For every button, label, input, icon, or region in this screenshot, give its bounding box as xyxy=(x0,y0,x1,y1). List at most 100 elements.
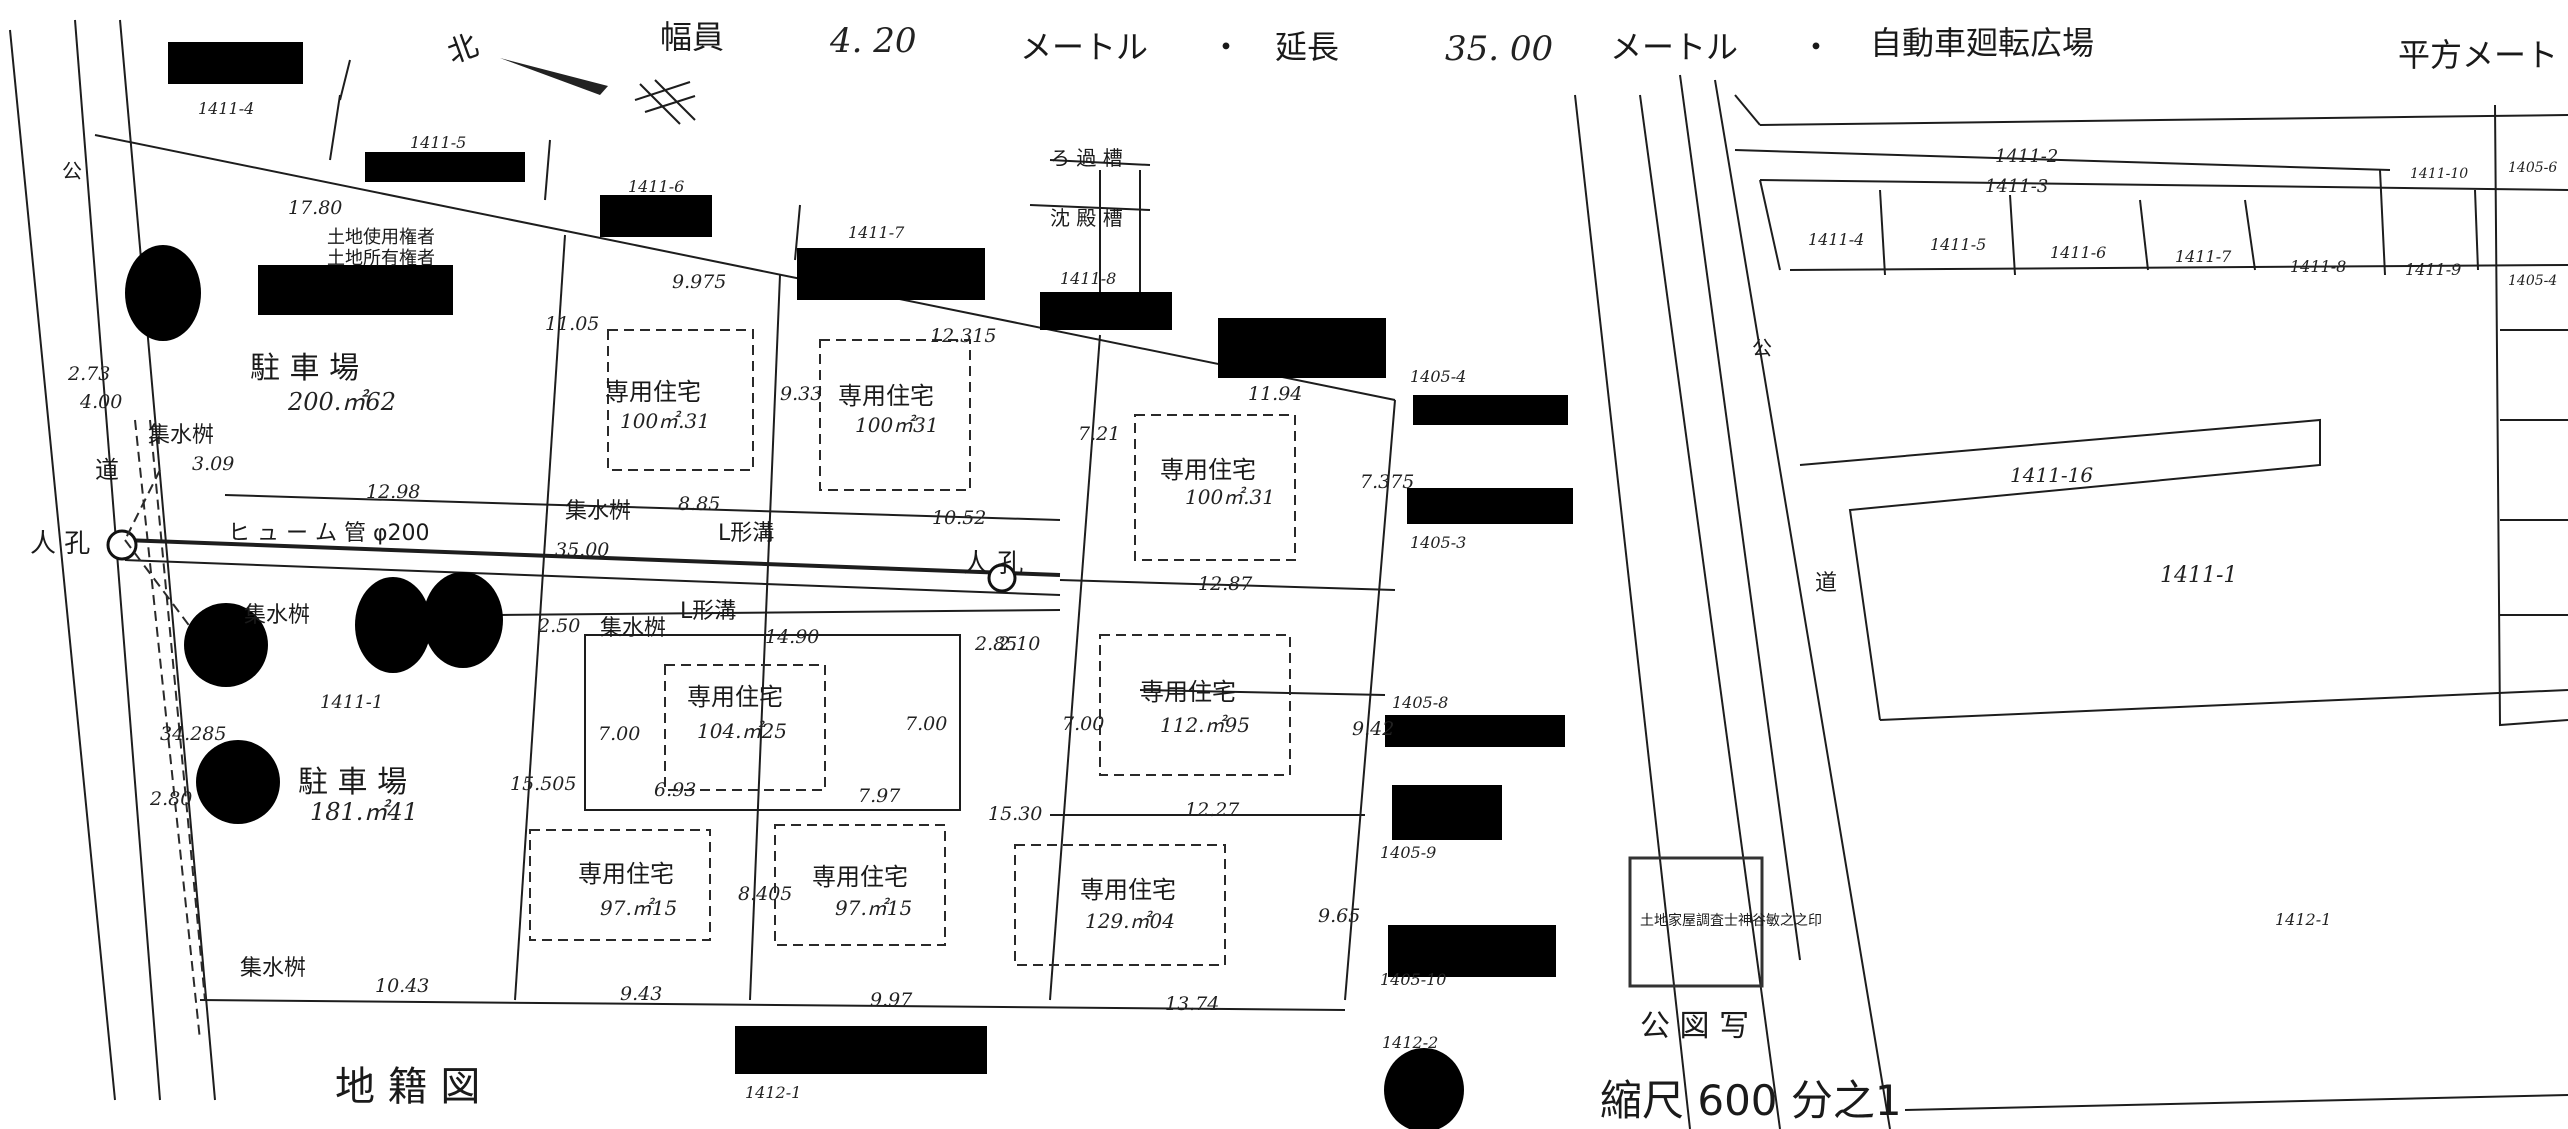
redaction-block xyxy=(797,248,985,300)
redaction-block xyxy=(600,195,712,237)
dimension-label: 34.285 xyxy=(160,723,226,745)
lot-number: 1411-10 xyxy=(2410,166,2468,182)
lot-number: 1411-5 xyxy=(410,133,466,152)
house-2-area: 100㎡31 xyxy=(855,413,939,437)
lot-number: 1411-6 xyxy=(628,177,684,196)
redaction-dot xyxy=(1384,1048,1464,1129)
catch-basin-label: 集水桝 xyxy=(565,499,631,524)
house-7-area: 97.㎡15 xyxy=(835,896,912,920)
dimension-label: 7.00 xyxy=(598,723,640,745)
dimension-label: 11.94 xyxy=(1248,383,1302,405)
lot-number: 1411-8 xyxy=(1060,269,1116,288)
dimension-labels: 17.80 9.975 12.315 11.94 11.05 9.33 7.21… xyxy=(67,197,1414,1015)
house-1-label: 専用住宅 xyxy=(605,378,701,406)
dimension-label: 9.33 xyxy=(780,383,822,405)
surveyor-seal: 土地家屋調査士神谷敏之之印 xyxy=(1628,856,1822,988)
house-box-1 xyxy=(607,329,754,471)
dimension-label: 7.375 xyxy=(1360,471,1414,493)
dimension-label: 9.975 xyxy=(672,271,726,293)
dimension-label: 2.10 xyxy=(997,633,1040,655)
lot-number: 1411-7 xyxy=(848,223,905,242)
land-owner-note: 土地所有権者 xyxy=(327,248,435,269)
dimension-label: 11.05 xyxy=(545,313,599,335)
dimension-label: 10.52 xyxy=(932,507,986,529)
dimension-label: 15.505 xyxy=(510,773,576,795)
redaction-block xyxy=(1040,292,1172,330)
dimension-label: 2.50 xyxy=(537,615,580,637)
dimension-label: 9.43 xyxy=(620,983,662,1005)
dimension-label: 17.80 xyxy=(288,197,342,219)
meter-unit-2: メートル xyxy=(1610,28,1738,66)
dimension-label: 7.21 xyxy=(1078,423,1120,445)
redaction-dot xyxy=(196,740,280,824)
left-map xyxy=(9,19,1573,1129)
right-map-labels: 1411-2 1411-3 1411-4 1411-5 1411-6 1411-… xyxy=(1600,146,2557,1125)
dimension-label: 2.85 xyxy=(974,633,1017,655)
dimension-label: 7.00 xyxy=(905,713,947,735)
redaction-block xyxy=(1385,715,1565,747)
lot-number: 1405-8 xyxy=(1392,693,1448,712)
house-box-6 xyxy=(529,829,711,941)
redaction-block xyxy=(735,1026,987,1074)
lot-number: 1405-6 xyxy=(2508,160,2557,176)
house-4-label: 専用住宅 xyxy=(687,683,783,711)
house-3-area: 100㎡.31 xyxy=(1185,485,1275,509)
manhole-label: 人 孔 xyxy=(963,549,1023,579)
lot-number: 1405-4 xyxy=(2508,273,2557,289)
redaction-block xyxy=(1407,488,1573,524)
dimension-label: 13.74 xyxy=(1165,993,1219,1015)
catch-basin-label: 集水桝 xyxy=(148,423,214,448)
redaction-dot xyxy=(125,245,201,341)
dimension-label: 7.00 xyxy=(1062,713,1104,735)
dimension-label: 4.00 xyxy=(79,391,122,413)
width-value: 4. 20 xyxy=(829,21,917,61)
catch-basin-label: 集水桝 xyxy=(244,603,310,628)
scale-label: 縮尺 600 分之1 xyxy=(1600,1076,1902,1125)
house-2-label: 専用住宅 xyxy=(838,382,934,410)
lot-number: 1405-3 xyxy=(1410,533,1466,552)
lot-number: 1411-1 xyxy=(320,692,383,713)
dimension-label: 9.65 xyxy=(1318,905,1360,927)
separator-dot-1: ・ xyxy=(1210,28,1242,66)
redaction-block xyxy=(1413,395,1568,425)
dimension-label: 12.98 xyxy=(366,481,420,503)
dimension-label: 9.97 xyxy=(870,989,913,1011)
dimension-label: 9.42 xyxy=(1352,718,1394,740)
house-8-label: 専用住宅 xyxy=(1080,876,1176,904)
road-label: 道 xyxy=(1815,571,1837,596)
parking-1-area: 200.㎡62 xyxy=(287,388,396,416)
catch-basin-label: 集水桝 xyxy=(600,616,666,641)
lot-number: 1411-2 xyxy=(1995,146,2058,167)
lot-number: 1405-4 xyxy=(1410,367,1466,386)
lot-number: 1412-2 xyxy=(1382,1033,1438,1052)
manhole-icon-center xyxy=(987,563,1017,593)
dimension-label: 3.09 xyxy=(192,453,234,475)
dimension-label: 35.00 xyxy=(555,539,609,561)
house-box-5 xyxy=(1099,634,1291,776)
lot-number: 1411-8 xyxy=(2290,257,2346,276)
dimension-label: 7.97 xyxy=(858,785,901,807)
house-5-area: 112.㎡95 xyxy=(1160,713,1250,737)
lot-number: 1412-1 xyxy=(745,1083,801,1102)
house-7-label: 専用住宅 xyxy=(812,863,908,891)
manhole-label: 人 孔 xyxy=(30,529,90,559)
dimension-label: 10.43 xyxy=(375,975,429,997)
redaction-block xyxy=(1218,318,1386,378)
lot-number: 1412-1 xyxy=(2275,910,2331,929)
house-box-8 xyxy=(1014,844,1226,966)
settling-tank-label: 沈 殿 槽 xyxy=(1050,206,1123,230)
dimension-label: 2.73 xyxy=(67,363,110,385)
land-user-note: 土地使用権者 xyxy=(327,227,435,248)
house-1-area: 100㎡.31 xyxy=(620,409,710,433)
house-6-label: 専用住宅 xyxy=(578,860,674,888)
filter-tank-label: ろ 過 槽 xyxy=(1050,146,1123,170)
turnaround-label: 自動車廻転広場 xyxy=(1870,24,2094,62)
catch-basin-label: 集水桝 xyxy=(240,956,306,981)
parking-1-label: 駐 車 場 xyxy=(250,351,359,386)
redaction-dot xyxy=(355,577,431,673)
dimension-label: 8.85 xyxy=(678,493,720,515)
redaction-block xyxy=(1388,925,1556,977)
redaction-block xyxy=(168,42,303,84)
dimension-label: 12.315 xyxy=(930,325,996,347)
